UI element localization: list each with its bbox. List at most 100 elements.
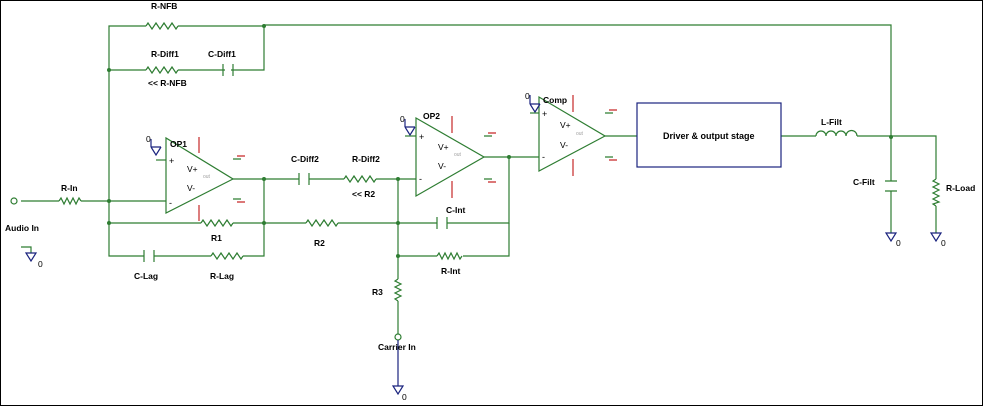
- resistor-r-diff2: [343, 174, 377, 184]
- label-r-nfb: R-NFB: [151, 1, 177, 11]
- resistor-r2: [305, 218, 339, 228]
- label-driver: Driver & output stage: [663, 131, 755, 141]
- label-r3: R3: [372, 287, 383, 297]
- resistor-r-diff1: [145, 65, 179, 75]
- resistor-r-in: [58, 196, 82, 206]
- wire-driver-out: [781, 135, 937, 179]
- pin-vplus: V+: [187, 164, 198, 174]
- inductor-l-filt: [815, 129, 858, 137]
- label-r-load: R-Load: [946, 183, 975, 193]
- junction-dot: [107, 68, 111, 72]
- op-amp-op2: [415, 116, 496, 198]
- label-r-nfb-note: << R-NFB: [148, 78, 187, 88]
- label-r2: R2: [314, 238, 325, 248]
- pin-vminus: V-: [560, 140, 568, 150]
- junctions: [107, 24, 893, 258]
- junction-dot: [262, 24, 266, 28]
- op-amp-comp: [538, 95, 617, 176]
- junction-dot: [507, 155, 511, 159]
- label-c-diff1: C-Diff1: [208, 49, 236, 59]
- wires: [21, 24, 937, 334]
- label-zero: 0: [402, 392, 407, 402]
- ground-symbol-comp: [529, 95, 541, 114]
- ground-symbol-cfilt: [884, 232, 898, 243]
- label-zero: 0: [38, 259, 43, 269]
- junction-dot: [396, 221, 400, 225]
- op-amp-op1: [165, 136, 245, 221]
- capacitor-c-int: [436, 217, 448, 229]
- wire-audio-gnd: [21, 246, 32, 253]
- label-r-int: R-Int: [441, 266, 461, 276]
- label-r-diff1: R-Diff1: [151, 49, 179, 59]
- label-op1: OP1: [170, 139, 187, 149]
- junction-dot: [107, 199, 111, 203]
- label-c-filt: C-Filt: [853, 177, 875, 187]
- label-r1: R1: [211, 233, 222, 243]
- resistor-r1: [200, 218, 234, 228]
- pin-out-tag: out: [203, 174, 211, 180]
- resistor-r-nfb: [145, 21, 179, 31]
- pin-plus: +: [542, 109, 547, 119]
- ground-symbol-audio: [24, 252, 38, 263]
- pin-out-tag: out: [576, 131, 584, 137]
- capacitor-c-diff2: [298, 173, 310, 185]
- resistor-r-lag: [210, 251, 244, 261]
- pin-vplus: V+: [438, 142, 449, 152]
- grounds: [24, 95, 943, 396]
- audio-in-terminal: [10, 197, 18, 205]
- labels: R-NFB R-Diff1 C-Diff1 << R-NFB OP1 OP2 C…: [5, 1, 975, 402]
- label-zero: 0: [941, 238, 946, 248]
- label-zero: 0: [525, 91, 530, 101]
- junction-dot: [262, 221, 266, 225]
- pin-minus: -: [542, 152, 545, 162]
- junction-dot: [889, 135, 893, 139]
- capacitors: [143, 64, 897, 262]
- label-r2-note: << R2: [352, 189, 375, 199]
- label-op2: OP2: [423, 111, 440, 121]
- label-comp: Comp: [543, 95, 567, 105]
- label-c-diff2: C-Diff2: [291, 154, 319, 164]
- ground-symbol-op1: [150, 139, 162, 157]
- resistors: [58, 21, 941, 302]
- driver-block: [636, 102, 782, 168]
- pin-minus: -: [419, 174, 422, 184]
- label-carrier-in: Carrier In: [378, 342, 416, 352]
- wire-lag: [108, 223, 265, 257]
- label-zero: 0: [400, 114, 405, 124]
- label-r-lag: R-Lag: [210, 271, 234, 281]
- capacitor-c-filt: [885, 180, 897, 192]
- label-r-diff2: R-Diff2: [352, 154, 380, 164]
- ground-symbol-op2: [404, 119, 416, 137]
- wire-rint: [398, 223, 510, 257]
- label-zero: 0: [146, 134, 151, 144]
- pin-plus: +: [169, 156, 174, 166]
- ground-symbol-rload: [929, 232, 943, 243]
- label-c-lag: C-Lag: [134, 271, 158, 281]
- capacitor-c-diff1: [222, 64, 234, 76]
- junction-dot: [107, 221, 111, 225]
- label-audio-in: Audio In: [5, 223, 39, 233]
- label-c-int: C-Int: [446, 205, 466, 215]
- resistor-r-int: [436, 251, 463, 261]
- junction-dot: [396, 177, 400, 181]
- resistor-r3: [393, 278, 403, 302]
- label-l-filt: L-Filt: [821, 117, 842, 127]
- wire-diff1: [109, 26, 265, 71]
- junction-dot: [396, 254, 400, 258]
- junction-dot: [262, 177, 266, 181]
- label-r-in: R-In: [61, 183, 78, 193]
- capacitor-c-lag: [143, 250, 155, 262]
- carrier-in-terminal: [394, 333, 402, 341]
- pin-vminus: V-: [187, 183, 195, 193]
- label-zero: 0: [896, 238, 901, 248]
- terminals: [10, 197, 402, 341]
- resistor-r-load: [931, 178, 941, 207]
- pin-out-tag: out: [454, 152, 462, 158]
- pin-plus: +: [419, 132, 424, 142]
- pin-vminus: V-: [438, 161, 446, 171]
- ground-symbol-carrier: [391, 340, 405, 396]
- pin-vplus: V+: [560, 120, 571, 130]
- pin-minus: -: [169, 198, 172, 208]
